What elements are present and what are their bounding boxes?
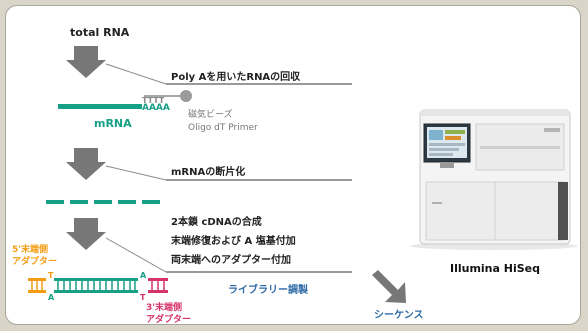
screen-line — [429, 153, 453, 156]
instrument-top — [420, 110, 570, 116]
sequence-label: シーケンス — [374, 309, 424, 321]
cdna-top-strand — [54, 278, 138, 281]
workflow-diagram: total RNA Poly Aを用いたRNAの回収 AAAA TTTT mRN… — [12, 26, 578, 325]
mrna-strand — [58, 104, 142, 109]
adapter5-line-2: アダプター — [12, 255, 57, 267]
step3-line-3: 両末端へのアダプター付加 — [171, 253, 291, 266]
overhang-t-left: T — [48, 271, 54, 280]
door-handle-icon — [432, 202, 442, 204]
screen-panel — [429, 130, 443, 140]
instrument-label: Illumina HiSeq — [450, 262, 540, 275]
library-label: ライブラリー調製 — [228, 283, 308, 296]
polyt-label: TTTT — [142, 96, 165, 105]
screen-line — [429, 148, 459, 151]
mrna-fragment — [94, 200, 112, 204]
overhang-a-right: A — [140, 271, 147, 280]
step2-label: mRNAの断片化 — [171, 165, 245, 178]
step1-leader-line — [105, 63, 167, 85]
overhang-a-left: A — [48, 293, 55, 302]
screen-bar — [445, 136, 461, 140]
adapter5-bottom-strand — [28, 290, 46, 293]
mrna-fragment — [70, 200, 88, 204]
cdna-rungs — [57, 281, 136, 290]
adapter3-bottom-strand — [148, 290, 168, 293]
monitor-stand — [440, 162, 454, 168]
side-strip — [558, 182, 568, 240]
step3-line-2: 末端修復および A 塩基付加 — [171, 234, 296, 247]
primer-label: Oligo dT Primer — [188, 123, 258, 133]
adapter5-top-strand — [28, 278, 46, 281]
cdna-bottom-strand — [54, 290, 138, 293]
brand-mark-icon — [544, 128, 560, 132]
step1-label: Poly Aを用いたRNAの回収 — [171, 71, 301, 83]
polya-label: AAAA — [142, 103, 170, 113]
diagram-frame: total RNA Poly Aを用いたRNAの回収 AAAA TTTT mRN… — [5, 5, 581, 325]
step3-line-1: 2本鎖 cDNAの合成 — [171, 215, 262, 228]
adapter5-line-1: 5'末端側 — [12, 243, 48, 255]
input-label: total RNA — [70, 26, 130, 39]
step2-leader-line — [105, 165, 167, 181]
mrna-fragment — [118, 200, 136, 204]
mrna-fragment — [142, 200, 160, 204]
adapter3-line-2: アダプター — [146, 313, 191, 325]
beads-label: 磁気ビーズ — [188, 108, 233, 120]
sequencing-arrow — [372, 270, 406, 303]
step2-arrow — [66, 148, 106, 180]
adapter3-top-strand — [148, 278, 168, 281]
step3-leader-line — [105, 237, 167, 273]
magnetic-bead-icon — [180, 90, 192, 102]
adapter3-line-1: 3'末端側 — [146, 301, 182, 313]
hiseq-instrument-illustration — [410, 109, 578, 250]
step1-arrow — [66, 46, 106, 78]
mrna-fragment — [46, 200, 64, 204]
screen-bar — [445, 130, 465, 134]
flowcell-slot — [480, 146, 560, 149]
screen-line — [429, 143, 465, 146]
mrna-fragments — [46, 200, 160, 204]
mrna-label: mRNA — [94, 117, 132, 130]
overhang-t-right: T — [140, 293, 146, 302]
adapter-ligated-cdna: T A A T — [28, 271, 168, 302]
step3-arrow — [66, 218, 106, 250]
